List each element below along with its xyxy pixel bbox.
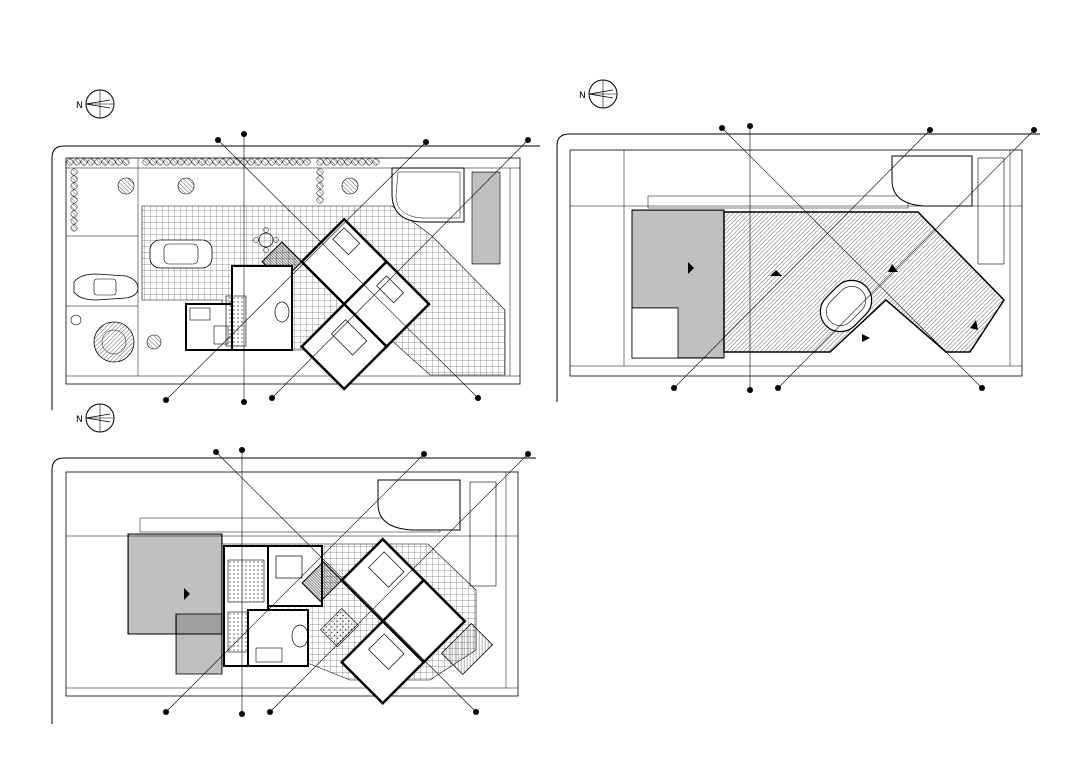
hedge-shrub [330, 158, 338, 166]
hedge-shrub [316, 196, 324, 204]
hedge-shrub [365, 158, 373, 166]
hedge-shrub [70, 224, 78, 232]
north-label: N [76, 415, 83, 425]
hedge-shrub [296, 158, 304, 166]
hedge-shrub [316, 182, 324, 190]
hedge-shrub [177, 158, 185, 166]
hedge-shrub [70, 196, 78, 204]
tree-small [146, 334, 162, 350]
hedge-shrub [233, 158, 241, 166]
first-floor-plan [51, 447, 536, 724]
hedge-shrub [226, 158, 234, 166]
roof-plan [556, 123, 1040, 402]
deck-stairs [471, 171, 501, 265]
hedge-shrub [101, 158, 109, 166]
north-arrow-plan-2: N [579, 79, 618, 109]
hedge-shrub [372, 158, 380, 166]
hedge-shrub [323, 158, 331, 166]
hedge-shrub [142, 158, 150, 166]
hedge-shrub [289, 158, 297, 166]
tree-small [117, 177, 135, 195]
hedge-shrub [66, 158, 74, 166]
hedge-shrub [70, 217, 78, 225]
pool [391, 167, 465, 223]
ground-floor-site-plan [51, 131, 540, 410]
tree-small [177, 177, 195, 195]
tree-small [341, 177, 359, 195]
house-main-block [261, 217, 431, 391]
hedge-shrub [122, 158, 130, 166]
hedge-shrub [163, 158, 171, 166]
hedge-shrub [87, 158, 95, 166]
north-label: N [76, 101, 83, 111]
hedge-shrub [198, 158, 206, 166]
hedge-shrub [70, 175, 78, 183]
tree-large [93, 321, 135, 363]
hedge-shrub [184, 158, 192, 166]
skylight [819, 279, 873, 333]
hedge-shrub [344, 158, 352, 166]
hedge-shrub [156, 158, 164, 166]
hedge-shrub [70, 168, 78, 176]
hedge-shrub [282, 158, 290, 166]
hedge-shrub [254, 158, 262, 166]
hedge-shrub [212, 158, 220, 166]
hedge-shrub [94, 158, 102, 166]
hedge-shrub [191, 158, 199, 166]
hedge-shrub [73, 158, 81, 166]
hedge-shrub [303, 158, 311, 166]
hedge-shrub [337, 158, 345, 166]
bedroom-block [301, 537, 467, 706]
hedge-shrub [275, 158, 283, 166]
hedge-row [66, 158, 380, 232]
car-top [149, 239, 213, 269]
hedge-shrub [70, 210, 78, 218]
north-label: N [579, 91, 586, 101]
hedge-shrub [70, 203, 78, 211]
hedge-shrub [316, 158, 324, 166]
patio-table [258, 232, 274, 248]
hedge-shrub [316, 189, 324, 197]
hedge-shrub [219, 158, 227, 166]
hedge-shrub [70, 189, 78, 197]
hedge-shrub [170, 158, 178, 166]
hedge-shrub [108, 158, 116, 166]
hedge-shrub [268, 158, 276, 166]
north-arrow-plan-1: N [76, 89, 115, 119]
hedge-shrub [261, 158, 269, 166]
hedge-shrub [358, 158, 366, 166]
hedge-shrub [205, 158, 213, 166]
car-left [73, 273, 139, 301]
hedge-shrub [351, 158, 359, 166]
hedge-shrub [316, 175, 324, 183]
north-arrow-plan-3: N [76, 403, 115, 433]
hedge-shrub [115, 158, 123, 166]
sloped-roof-main [723, 211, 1005, 353]
hedge-shrub [247, 158, 255, 166]
hedge-shrub [316, 168, 324, 176]
hedge-shrub [149, 158, 157, 166]
hedge-shrub [80, 158, 88, 166]
hedge-shrub [70, 182, 78, 190]
